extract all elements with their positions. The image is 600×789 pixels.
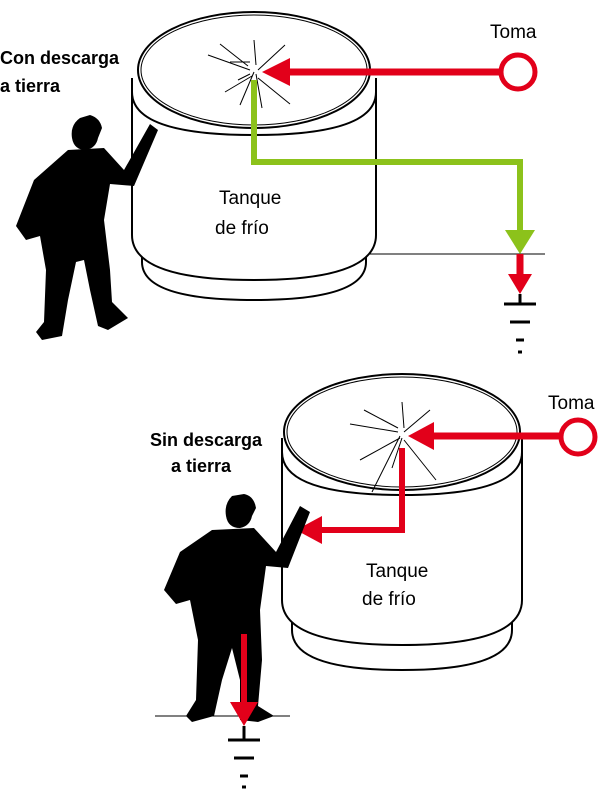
top-current-arrowhead <box>262 58 290 86</box>
top-ground-arrowhead <box>505 230 535 254</box>
bottom-ground-symbol-icon <box>228 726 260 789</box>
top-tank-label-line1: Tanque <box>219 188 281 209</box>
top-scene: Toma Con descarga a tierra Tanque de frí… <box>0 11 545 354</box>
bottom-tank-label-line1: Tanque <box>366 561 428 582</box>
bottom-person-label-line1: Sin descarga <box>150 430 263 450</box>
bottom-current-arrowhead <box>408 422 434 450</box>
bottom-tank-label-line2: de frío <box>362 589 416 610</box>
top-source-icon <box>498 52 538 92</box>
top-tank-label-line2: de frío <box>215 218 269 239</box>
top-person-label-line2: a tierra <box>0 76 61 96</box>
bottom-source-label: Toma <box>548 393 595 414</box>
top-ground-current-arrowhead <box>508 274 532 294</box>
bottom-person-silhouette <box>164 494 310 722</box>
top-person-silhouette <box>16 115 158 340</box>
bottom-ground-current-arrowhead <box>230 702 258 726</box>
top-spark-icon <box>207 39 291 109</box>
bottom-spark-icon <box>349 401 437 493</box>
bottom-source-icon <box>558 417 598 457</box>
top-ground-path <box>251 80 523 234</box>
top-person-label-line1: Con descarga <box>0 48 120 68</box>
bottom-tank <box>281 373 523 672</box>
bottom-ground-arrowhead <box>296 516 322 544</box>
top-source-label: Toma <box>490 22 537 43</box>
bottom-scene: Toma Sin descarga a tierra Tanque de frí… <box>150 373 598 789</box>
bottom-person-label-line2: a tierra <box>171 456 232 476</box>
top-ground-symbol-icon <box>504 294 536 354</box>
bottom-ground-path <box>316 448 405 533</box>
